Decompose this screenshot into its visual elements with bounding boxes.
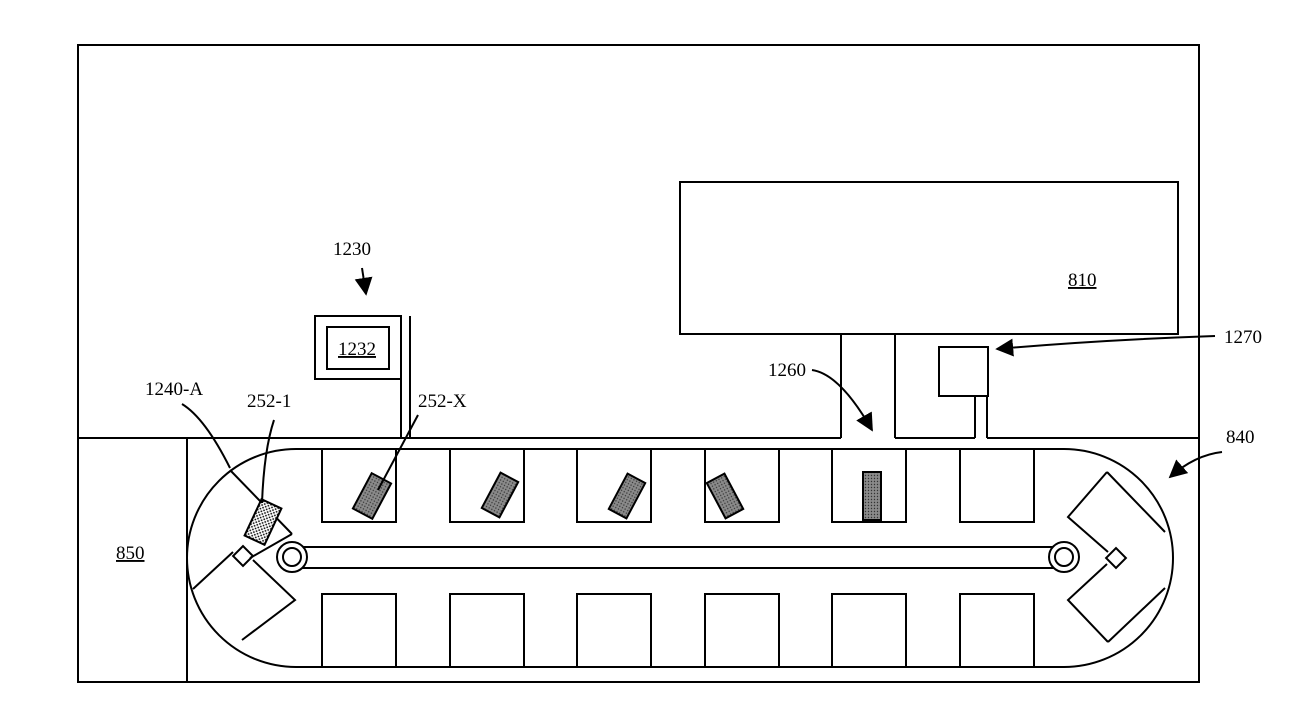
leader-lines [181,267,1223,504]
top-bin-2 [449,449,525,523]
top-bin-4 [704,449,780,523]
label-252-1: 252-1 [247,391,291,412]
item-e [862,471,882,521]
top-bin-1 [321,449,397,523]
bottom-bins [321,593,1035,667]
top-bin-6 [959,449,1035,523]
item-252-1 [243,497,283,547]
top-bins [321,449,1035,523]
top-bin-3 [576,449,652,523]
label-1230: 1230 [333,239,371,260]
top-bin-5 [831,449,907,523]
end-carrier-right [1066,471,1166,643]
conveyor-loop-840 [186,448,1174,668]
item-c [607,472,647,520]
item-252-x [351,471,393,521]
item-b [480,471,520,519]
item-d [705,472,745,520]
end-carrier-left [192,469,297,641]
label-840: 840 [1226,427,1255,448]
bottom-bin-5 [831,593,907,667]
label-1232: 1232 [338,339,376,360]
label-1270: 1270 [1224,327,1262,348]
label-252-x: 252-X [418,391,467,412]
bottom-bin-2 [449,593,525,667]
bottom-bin-1 [321,593,397,667]
display-1230 [314,315,411,438]
label-1240a: 1240-A [145,379,203,400]
bottom-bin-4 [704,593,780,667]
label-810: 810 [1068,270,1097,291]
bottom-bin-6 [959,593,1035,667]
outer-frame [77,44,1200,683]
component-810 [679,181,1179,335]
bottom-bin-3 [576,593,652,667]
conveyor-track [276,541,1080,573]
items-252 [243,471,882,547]
label-1260: 1260 [768,360,806,381]
label-850: 850 [116,543,145,564]
sensor-1270 [938,346,989,438]
